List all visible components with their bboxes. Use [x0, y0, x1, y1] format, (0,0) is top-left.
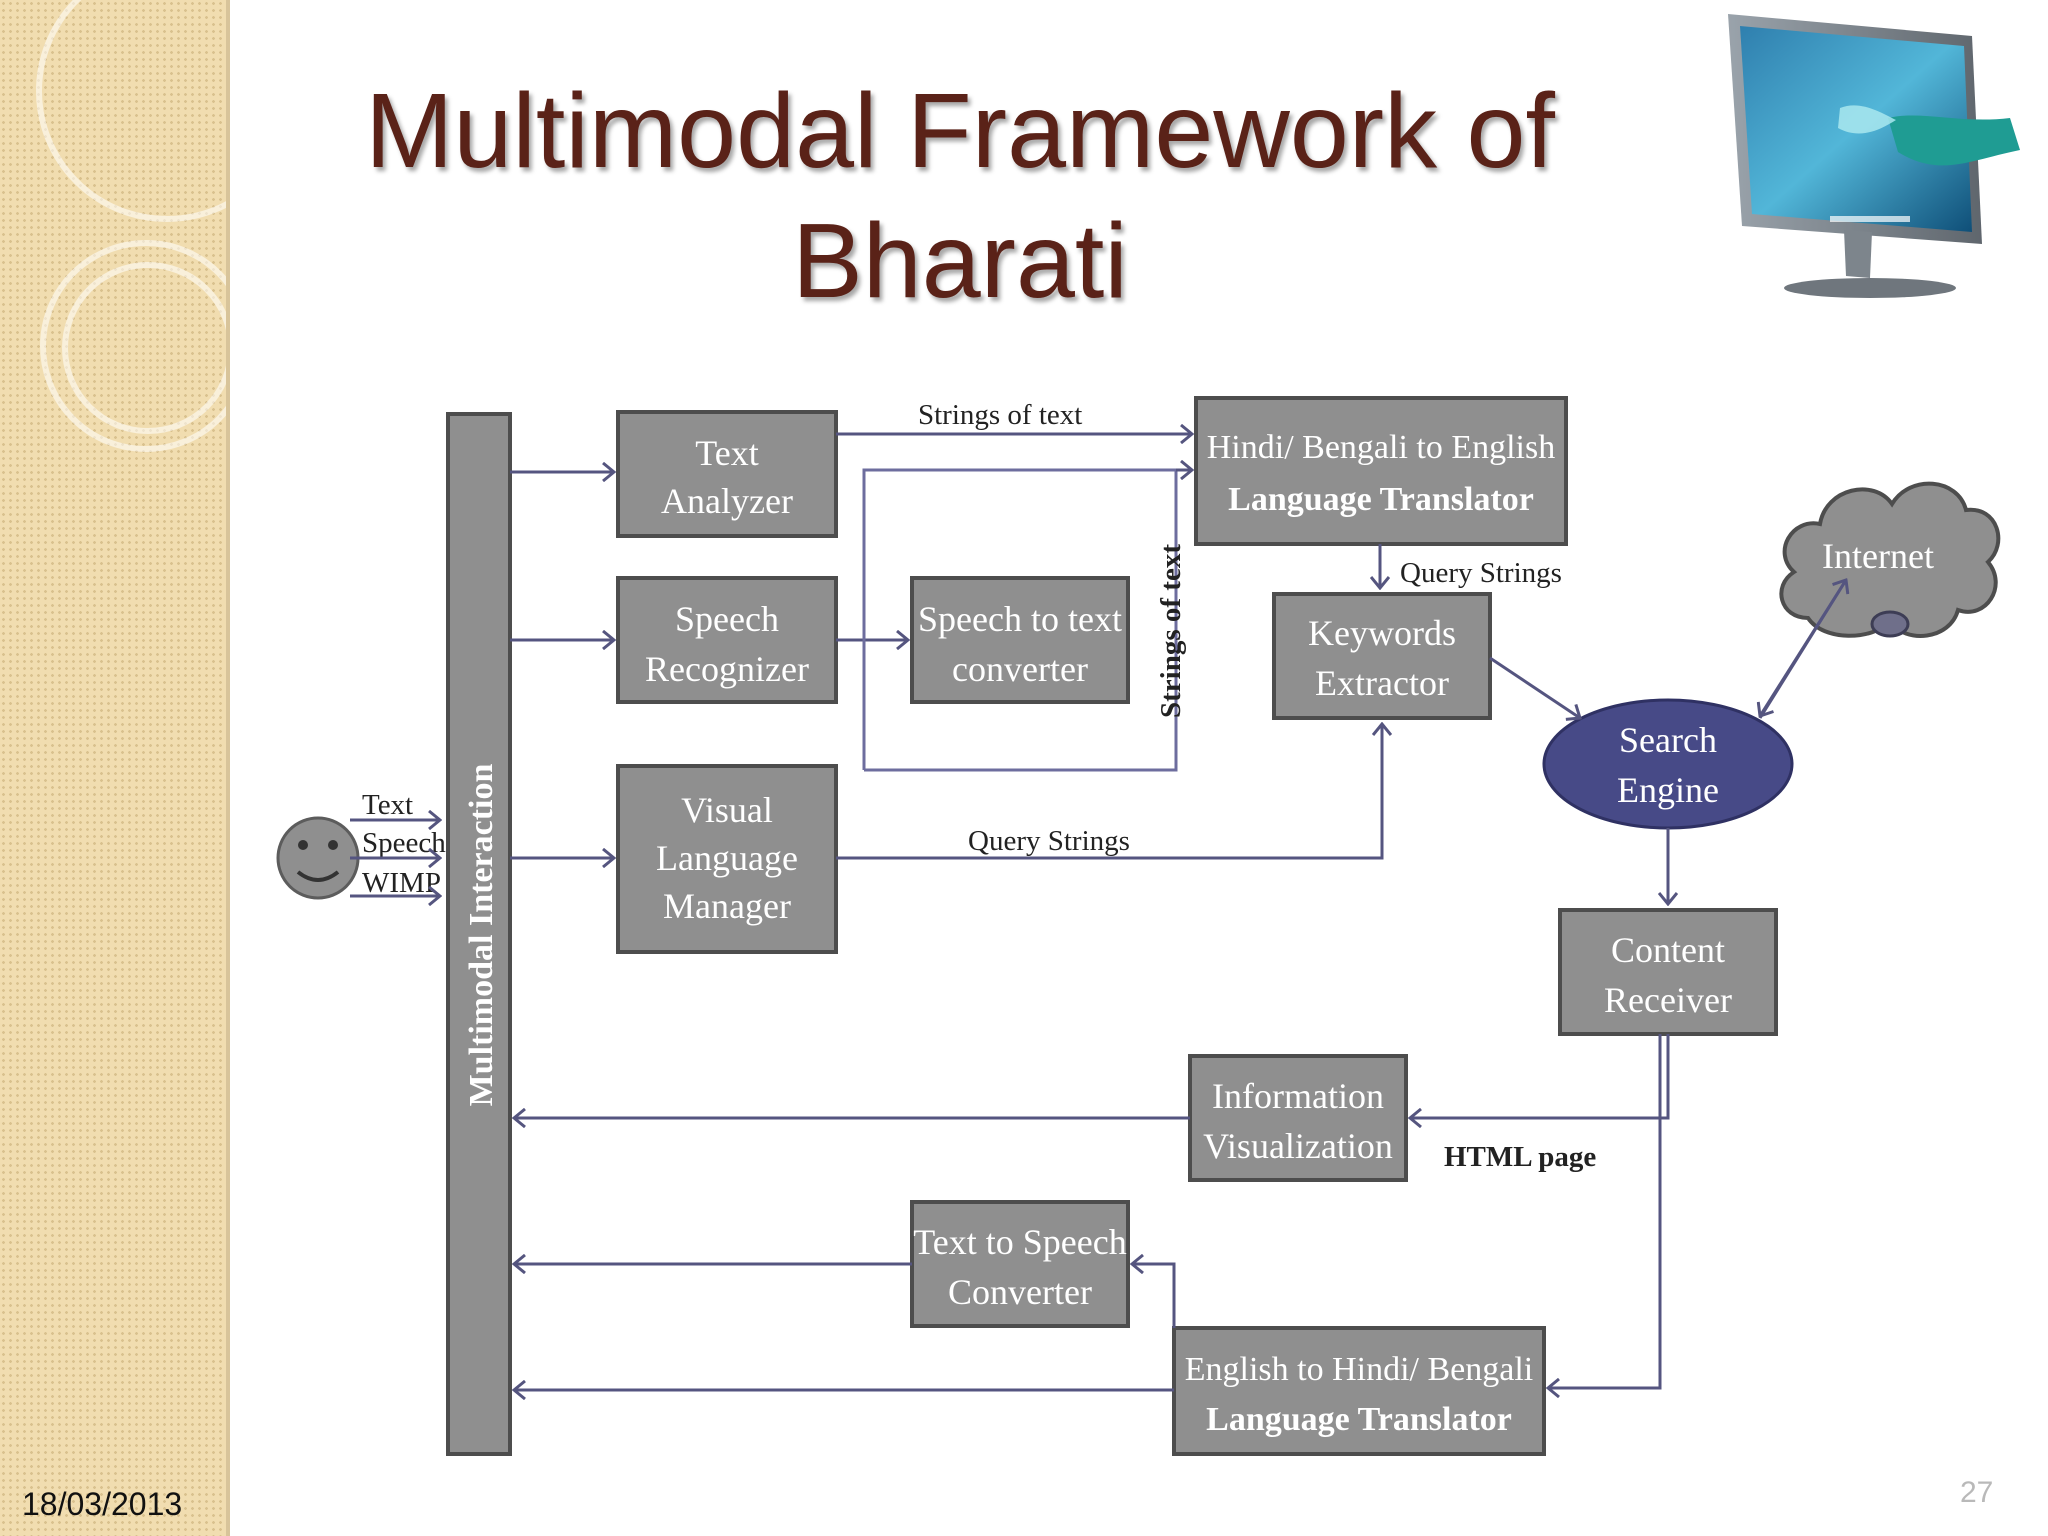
monitor-touch-icon [1728, 14, 2020, 298]
information-visualization-box [1188, 1054, 1408, 1182]
title-line-1: Multimodal Framework of [365, 72, 1555, 190]
edge-label-query-strings-visual: Query Strings [968, 825, 1130, 857]
hindi-translator-line-1: Hindi/ Bengali to English [1207, 429, 1555, 466]
sidebar-edge [226, 0, 230, 1536]
arrow-extractor-to-search [1489, 656, 1580, 718]
visual-language-manager-box [616, 764, 838, 954]
edge-label-html-page: HTML page [1444, 1141, 1596, 1173]
slide-date: 18/03/2013 [22, 1486, 183, 1522]
user-smiley-icon [276, 816, 360, 900]
decorative-sidebar [0, 0, 228, 1536]
text-analyzer-box [616, 410, 838, 538]
keywords-extractor-box [1272, 592, 1492, 720]
search-engine-line-2: Engine [1617, 770, 1719, 810]
internet-label: Internet [1822, 536, 1934, 576]
decorative-ring [62, 262, 228, 434]
arrow-receiver-to-english-translator [1548, 1034, 1662, 1388]
arrow-english-translator-to-tts [1132, 1264, 1176, 1328]
speech-to-text-line-1: Speech to text [918, 599, 1122, 639]
hindi-translator-line-2: Language Translator [1228, 481, 1534, 518]
keywords-extractor-line-2: Extractor [1315, 663, 1449, 703]
text-to-speech-line-2: Converter [948, 1272, 1092, 1312]
speech-to-text-line-2: converter [952, 649, 1088, 689]
slide-number: 27 [1960, 1476, 1994, 1509]
english-translator-line-2: Language Translator [1206, 1401, 1512, 1438]
text-to-speech-line-1: Text to Speech [913, 1222, 1126, 1262]
edge-label-strings-of-text-vertical: Strings of text [1155, 544, 1187, 718]
english-to-hindi-translator-box [1172, 1326, 1546, 1456]
edge-label-strings-of-text: Strings of text [918, 399, 1082, 431]
information-visualization-line-2: Visualization [1203, 1126, 1393, 1166]
decorative-ring [40, 240, 228, 452]
input-label-speech: Speech [362, 827, 446, 859]
speech-to-text-box [910, 576, 1130, 704]
arrow-receiver-to-visualization [1410, 1034, 1670, 1118]
content-receiver-line-2: Receiver [1604, 980, 1732, 1020]
multimodal-interaction-bar [446, 412, 512, 1456]
visual-language-manager-line-3: Manager [663, 886, 791, 926]
visual-language-manager-line-2: Language [656, 838, 798, 878]
speech-recognizer-line-2: Recognizer [645, 649, 809, 689]
arrow-visual-manager-to-extractor [836, 724, 1382, 860]
keywords-extractor-line-1: Keywords [1308, 613, 1456, 653]
speech-recognizer-box [616, 576, 838, 704]
speech-recognizer-line-1: Speech [675, 599, 779, 639]
content-receiver-box [1558, 908, 1778, 1036]
content-receiver-line-1: Content [1611, 930, 1725, 970]
slide-title: Multimodal Framework of Bharati [300, 66, 1620, 326]
title-line-2: Bharati [792, 202, 1128, 320]
search-engine-line-1: Search [1619, 720, 1717, 760]
hindi-to-english-translator-box [1194, 396, 1568, 546]
multimodal-interaction-label: Multimodal Interaction [463, 764, 500, 1107]
visual-language-manager-line-1: Visual [681, 790, 773, 830]
arrow-internet-to-search [1760, 579, 1848, 716]
information-visualization-line-1: Information [1212, 1076, 1384, 1116]
english-translator-line-1: English to Hindi/ Bengali [1185, 1351, 1533, 1388]
input-label-text: Text [362, 789, 413, 821]
text-analyzer-line-2: Analyzer [661, 481, 793, 521]
text-analyzer-line-1: Text [695, 433, 758, 473]
input-label-wimp: WIMP [362, 867, 441, 899]
edge-label-query-strings-top: Query Strings [1400, 557, 1562, 589]
